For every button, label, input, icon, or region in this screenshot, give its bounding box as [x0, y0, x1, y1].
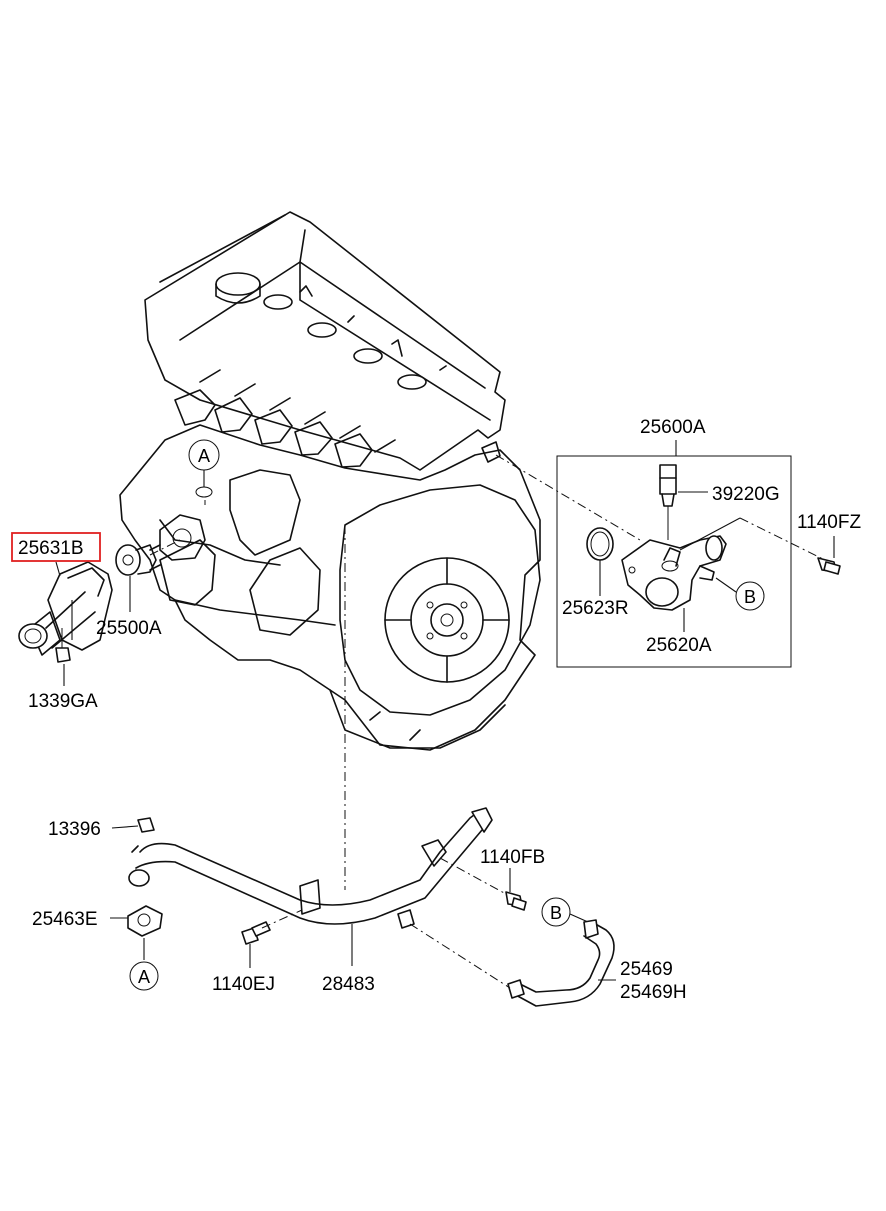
- part-label-25469[interactable]: 25469: [620, 959, 673, 980]
- label-13396: 13396: [48, 819, 101, 840]
- label-25463e: 25463E: [32, 909, 98, 930]
- bolt-1140fz: [817, 557, 841, 575]
- label-1339ga: 1339GA: [28, 691, 98, 712]
- part-label-25620a[interactable]: 25620A: [646, 635, 712, 656]
- bolt-1339ga: [55, 628, 71, 663]
- hose-25469: [507, 919, 615, 1007]
- highlight-box: [11, 532, 101, 562]
- part-label-1140fz[interactable]: 1140FZ: [797, 512, 861, 533]
- bolt-1140fb: [505, 891, 527, 911]
- water-pipe-28483: [128, 807, 493, 929]
- label-25620a: 25620A: [646, 635, 712, 656]
- ref-label-b-bottom: B: [550, 903, 562, 923]
- bolt-1140ej: [241, 921, 271, 945]
- part-label-25500a[interactable]: 25500A: [96, 618, 162, 639]
- part-label-1140ej[interactable]: 1140EJ: [212, 974, 275, 995]
- ref-label-b-box: B: [744, 587, 756, 607]
- ref-label-a-bottom: A: [138, 967, 150, 987]
- label-25600a: 25600A: [640, 417, 706, 438]
- temperature-sensor: [659, 464, 677, 540]
- part-label-25463e[interactable]: 25463E: [32, 909, 98, 930]
- part-label-25623r[interactable]: 25623R: [562, 598, 629, 619]
- ref-circle-b-bottom: B: [541, 897, 589, 927]
- water-inlet-fitting: [18, 561, 113, 656]
- label-25469: 25469: [620, 959, 673, 980]
- label-1140fb: 1140FB: [480, 847, 545, 868]
- ref-circle-b-box: B: [715, 577, 765, 611]
- ref-circle-a-bottom: A: [129, 961, 159, 991]
- ref-circle-a-engine: A: [188, 439, 220, 498]
- label-25500a: 25500A: [96, 618, 162, 639]
- water-outlet-fitting: [621, 535, 727, 611]
- label-1140fz: 1140FZ: [797, 512, 861, 533]
- part-label-1339ga[interactable]: 1339GA: [28, 691, 98, 712]
- part-label-1140fb[interactable]: 1140FB: [480, 847, 545, 868]
- part-label-13396[interactable]: 13396: [48, 819, 101, 840]
- ref-label-a-engine: A: [198, 446, 210, 466]
- gasket-25463e: [127, 905, 163, 937]
- part-label-25631b[interactable]: 25631B: [11, 532, 101, 562]
- label-1140ej: 1140EJ: [212, 974, 275, 995]
- label-25469h: 25469H: [620, 982, 687, 1003]
- label-25631b: 25631B: [18, 538, 84, 559]
- part-label-25600a[interactable]: 25600A: [640, 417, 706, 438]
- thermostat: [115, 544, 161, 576]
- part-label-39220g[interactable]: 39220G: [712, 484, 780, 505]
- part-label-28483[interactable]: 28483: [322, 974, 375, 995]
- nut-13396: [137, 817, 155, 833]
- label-39220g: 39220G: [712, 484, 780, 505]
- assembly-box-25600a: [556, 455, 792, 668]
- part-label-25469h[interactable]: 25469H: [620, 982, 687, 1003]
- engine-assembly: [119, 211, 541, 751]
- o-ring: [586, 527, 614, 561]
- label-25623r: 25623R: [562, 598, 629, 619]
- label-28483: 28483: [322, 974, 375, 995]
